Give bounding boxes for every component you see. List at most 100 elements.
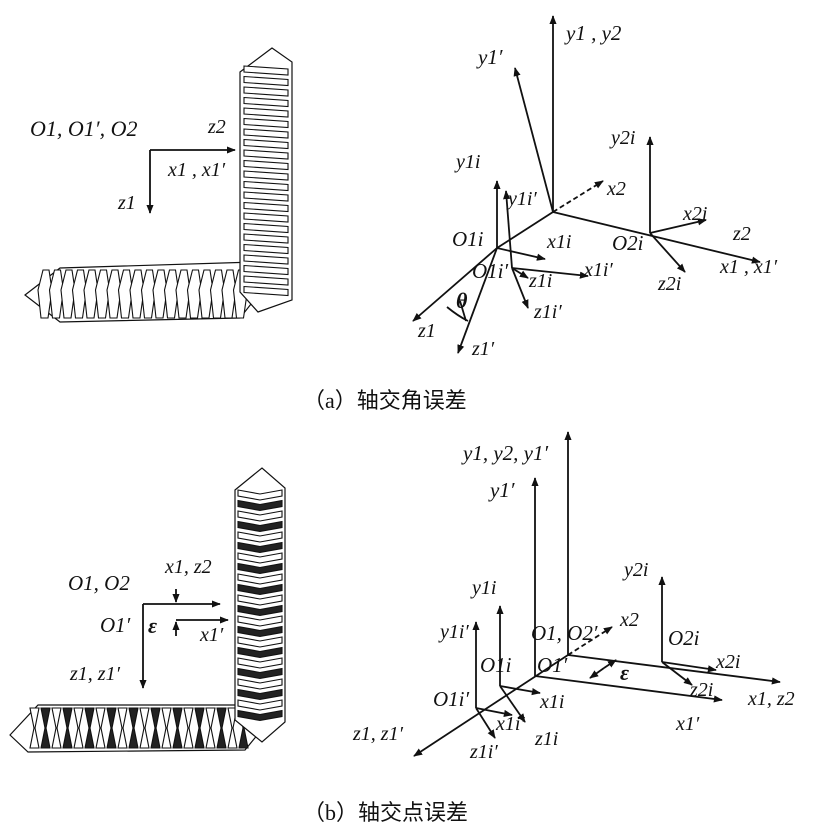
- coordinate-system-b: y1, y2, y1′ y1′ y2i y1i y1i′ O1, O2′ x2 …: [352, 431, 795, 763]
- link-a: [496, 211, 554, 249]
- gear-tooth: [237, 625, 283, 638]
- left-frame-b: O1, O2 x1, z2 O1′ ε x1′ z1, z1′: [68, 556, 229, 689]
- left-frame-a: O1, O1′, O2 z2 x1 , x1′ z1: [30, 116, 236, 214]
- gear-tooth: [128, 707, 139, 749]
- y1i-label: y1i: [454, 151, 480, 173]
- gear-tooth: [117, 707, 128, 749]
- epsilon-arrow-b2: [603, 659, 617, 669]
- horizontal-gear-teeth-b: [29, 707, 249, 749]
- z1p-label-3d-a: z1′: [471, 338, 495, 360]
- gear-tooth: [237, 573, 283, 585]
- gear-tooth: [243, 254, 289, 265]
- y-top-label-b: y1, y2, y1′: [461, 441, 548, 465]
- vertical-gear-teeth-a: [243, 65, 289, 297]
- x2-axis-b: [567, 626, 613, 656]
- gear-tooth: [237, 520, 283, 533]
- z1i-label: z1i: [528, 270, 552, 292]
- gear-tooth: [243, 170, 289, 181]
- gear-tooth: [243, 233, 289, 244]
- horizontal-gear-teeth-a: [37, 269, 249, 319]
- x1p-label-b: x1′: [199, 624, 224, 646]
- gear-tooth: [243, 264, 289, 276]
- O1i-label-b: O1i: [480, 653, 512, 677]
- x1-z2-label-b: x1, z2: [164, 556, 212, 578]
- x2i-label: x2i: [682, 203, 707, 225]
- gear-tooth: [243, 96, 289, 108]
- y1p-label-b: y1′: [488, 478, 515, 502]
- gear-tooth: [243, 117, 289, 129]
- epsilon-label-b: ε: [148, 613, 157, 638]
- z2i-label: z2i: [657, 273, 681, 295]
- gear-tooth: [237, 489, 283, 501]
- gear-pair-b: [9, 467, 286, 753]
- gear-tooth: [172, 707, 183, 749]
- gear-tooth: [243, 275, 289, 286]
- gear-tooth: [243, 128, 289, 139]
- O1p-label-b: O1′: [100, 613, 131, 637]
- gear-tooth: [243, 222, 289, 234]
- gear-tooth: [237, 709, 283, 722]
- origin-label-b: O1, O2: [68, 571, 130, 595]
- gear-tooth: [237, 594, 283, 606]
- z1p-axis-a: [457, 247, 498, 354]
- gear-tooth: [237, 615, 283, 627]
- z1ip-axis-b: [475, 707, 496, 739]
- x1p-label-3d-b: x1′: [675, 713, 700, 735]
- y2i-label-b: y2i: [622, 559, 648, 581]
- z1ip-label: z1i′: [533, 301, 562, 323]
- x1-x1p-label: x1 , x1′: [719, 256, 778, 278]
- gear-tooth: [237, 562, 283, 575]
- O1i-label: O1i: [452, 227, 484, 251]
- vertical-gear-teeth-b: [237, 489, 283, 722]
- x1-axis-3d-a: [552, 211, 761, 264]
- gear-tooth: [243, 285, 289, 297]
- y1p-axis-a: [513, 67, 554, 213]
- caption-b: （b）轴交点误差: [303, 800, 468, 825]
- gear-tooth: [194, 707, 205, 749]
- O2i-label: O2i: [612, 231, 644, 255]
- gear-tooth: [237, 552, 283, 564]
- x1-z2-label-b: x1, z2: [747, 688, 795, 710]
- gear-tooth: [51, 707, 62, 749]
- gear-tooth: [183, 707, 194, 749]
- y1ip-label-b: y1i′: [438, 621, 469, 643]
- gear-tooth: [237, 499, 283, 512]
- epsilon-arrow-b1: [589, 667, 605, 679]
- x2-axis-a: [552, 180, 604, 213]
- z1-axis-3d-a: [412, 247, 498, 322]
- gear-tooth: [84, 707, 95, 749]
- gear-tooth: [237, 688, 283, 701]
- x1-z2-axis-b: [567, 654, 781, 685]
- gear-tooth: [237, 646, 283, 659]
- gear-tooth: [95, 707, 106, 749]
- z-axis-b: [413, 654, 569, 757]
- gear-tooth: [243, 149, 289, 160]
- O1ip-label-b: O1i′: [433, 687, 470, 711]
- gear-tooth: [243, 75, 289, 87]
- x1ip-axis-b: [475, 707, 513, 717]
- gear-tooth: [243, 243, 289, 255]
- x1ip-axis-a: [511, 267, 589, 279]
- x1i-label: x1i: [546, 231, 571, 253]
- x1-label-a: x1 , x1′: [167, 159, 226, 181]
- z1ip-label-b: z1i′: [469, 741, 498, 763]
- gear-tooth: [237, 667, 283, 680]
- gear-tooth: [237, 583, 283, 596]
- gear-tooth: [216, 707, 227, 749]
- y1p-label: y1′: [476, 45, 503, 69]
- gear-tooth: [237, 678, 283, 690]
- x1p-axis-b: [534, 675, 723, 703]
- y2i-label: y2i: [609, 127, 635, 149]
- y1ip-axis-a: [503, 190, 513, 269]
- gear-tooth: [243, 212, 289, 223]
- coordinate-system-a: y1 , y2 y1′ y2i y1i y1i′ x2 x2i z2 O1i x…: [412, 15, 778, 360]
- epsilon2-label-b: ε: [620, 660, 629, 685]
- x2i-label-b: x2i: [715, 651, 740, 673]
- gear-tooth: [243, 86, 289, 97]
- gear-tooth: [237, 699, 283, 711]
- x2-label: x2: [606, 178, 626, 200]
- gear-tooth: [40, 707, 51, 749]
- x2-label-b: x2: [619, 609, 639, 631]
- gear-tooth: [73, 707, 84, 749]
